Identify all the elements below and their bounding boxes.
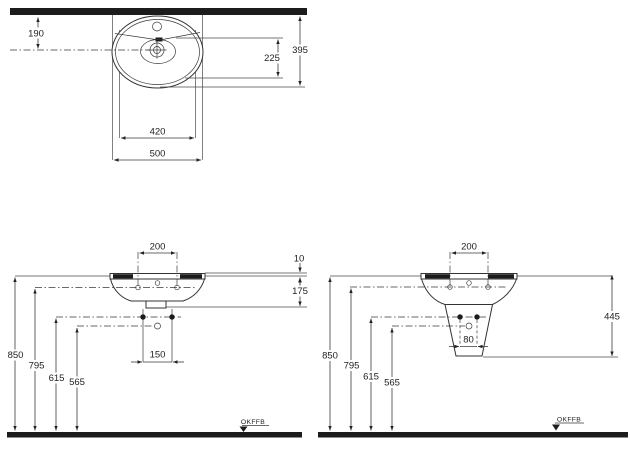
basin-rim — [420, 273, 518, 280]
dim-label-795: 795 — [29, 361, 45, 372]
basin-body — [109, 278, 206, 302]
floor-section-bar — [318, 432, 628, 438]
floor-level-label: OKFFB — [241, 419, 265, 426]
dim-label-445: 445 — [604, 312, 620, 323]
tap-hole — [152, 21, 162, 32]
dim-label-565: 565 — [69, 377, 85, 388]
side-elevation: 200 80 445 850 795 615 565 OK — [318, 242, 628, 438]
dim-label-80: 80 — [463, 335, 474, 346]
bracket-bolt-right — [474, 314, 480, 320]
waste-pipe-hole — [465, 322, 473, 330]
floor-level-label: OKFFB — [557, 417, 581, 424]
floor-section-bar — [7, 432, 302, 438]
waste-pipe-hole — [154, 322, 161, 330]
floor-level-marker — [552, 424, 560, 431]
bracket-bolt-left — [140, 314, 146, 320]
dim-label-795: 795 — [344, 361, 360, 372]
dim-label-200: 200 — [461, 242, 477, 253]
dim-label-175: 175 — [292, 286, 308, 297]
wall-section-bar — [10, 8, 307, 15]
basin-inner-rim — [115, 19, 200, 85]
dim-label-500: 500 — [150, 149, 166, 160]
semi-pedestal — [444, 304, 494, 357]
plan-view: 190 225 395 420 500 — [10, 8, 313, 162]
overflow-hole — [466, 280, 472, 286]
bracket-bolt-left — [457, 314, 463, 320]
dim-label-615: 615 — [363, 372, 379, 383]
bracket-bolt-right — [169, 314, 175, 320]
dim-label-850: 850 — [322, 351, 338, 362]
dim-label-850: 850 — [8, 350, 24, 361]
dim-label-395: 395 — [292, 45, 308, 56]
dim-label-150: 150 — [150, 350, 166, 361]
dim-label-200: 200 — [150, 242, 166, 253]
basin-outer-rim — [111, 15, 204, 89]
front-elevation: 200 10 175 150 850 795 615 — [5, 242, 311, 438]
dim-label-10: 10 — [294, 254, 305, 265]
basin-rim — [109, 273, 206, 280]
bowl-floor — [140, 39, 176, 64]
overflow-hole — [154, 280, 161, 286]
dim-label-190: 190 — [28, 29, 44, 40]
basin-body — [420, 278, 518, 305]
outlet-stub — [145, 300, 167, 309]
dim-label-615: 615 — [49, 373, 65, 384]
dim-label-565: 565 — [384, 378, 400, 389]
dim-label-420: 420 — [150, 127, 166, 138]
dim-label-225: 225 — [264, 53, 280, 64]
floor-level-marker — [239, 426, 248, 432]
